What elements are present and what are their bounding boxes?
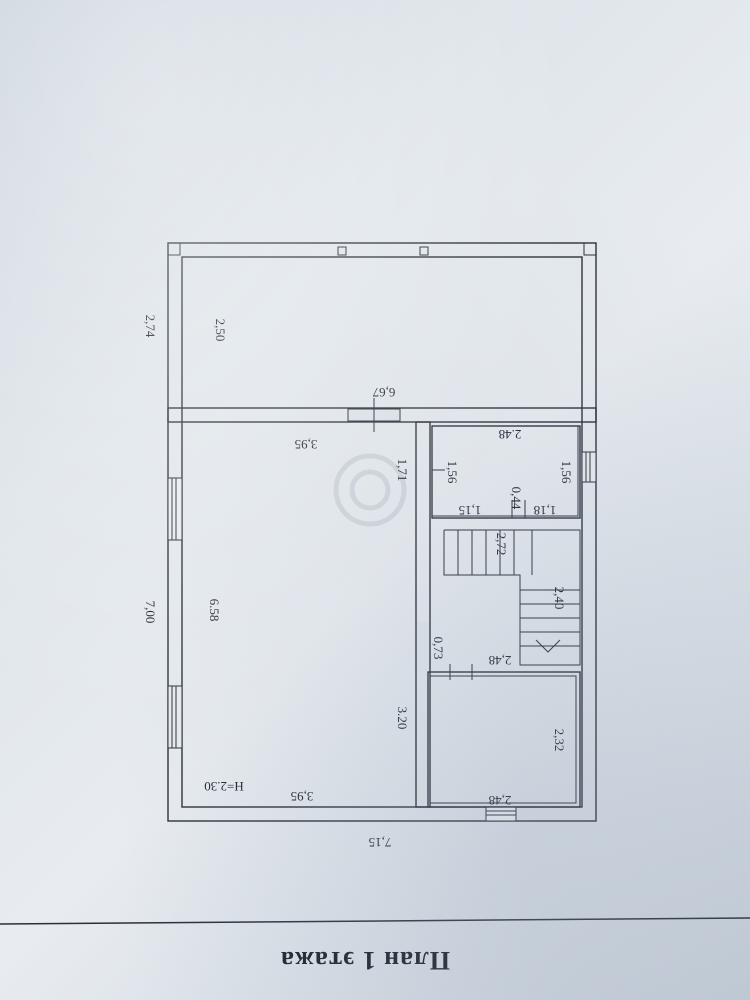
staircase [443,529,581,666]
dim-bath-side-outer: 1,56 [559,461,574,484]
dim-bath-door: 1,71 [395,459,410,482]
dim-bedroom-depth: 2,32 [552,729,567,752]
dim-hall-mid: 2,72 [494,533,509,556]
plan-title: План 1 этажа [280,946,450,975]
dim-stairs-length: 2,40 [552,587,567,610]
inner-wall-outline [181,256,583,808]
dim-living-depth: 6.58 [207,599,222,622]
corner-post [167,242,181,256]
dim-porch-depth: 2,74 [143,315,158,338]
dim-porch-inner: 2,50 [213,319,228,342]
dim-bath-width: 2.48 [499,427,522,442]
wall-post [419,246,429,256]
corner-post [583,242,597,256]
title-block-line [0,917,750,925]
dim-bath-bottom: 1,15 [459,503,482,518]
dim-living-top: 3,95 [295,437,318,452]
dim-ceiling-height: H=2.30 [204,779,243,794]
watermark-logo [333,453,407,527]
left-window [167,685,183,749]
dim-living-bottom: 3,95 [291,789,314,804]
living-hall-opening [417,622,429,672]
living-room-wall [415,421,431,808]
wall-post [337,246,347,256]
left-window [167,477,183,541]
dim-porch-width: 6,67 [372,385,395,400]
dim-bedroom-width: 2,48 [489,793,512,808]
dim-bath-gap: 0,44 [509,487,524,510]
bathroom-inner [431,425,579,517]
dim-overall-depth: 7,00 [143,601,158,624]
dim-bath-bottom-right: 1,18 [534,503,557,518]
dim-overall-width: 7,15 [369,835,392,850]
right-window [581,451,597,483]
dimension-labels: 7,15 7,00 2,74 2,50 6,67 3,95 3,95 6.58 … [143,315,574,850]
bedroom-outline [427,671,581,808]
dim-hall-width: 2,48 [489,653,512,668]
dim-hall-depth: 0,73 [431,637,446,660]
bedroom-inner [429,675,577,804]
porch-partition-wall [167,407,597,423]
dim-living-partition: 3.20 [395,707,410,730]
dim-bath-side: 1,56 [445,461,460,484]
bottom-window [485,806,517,822]
